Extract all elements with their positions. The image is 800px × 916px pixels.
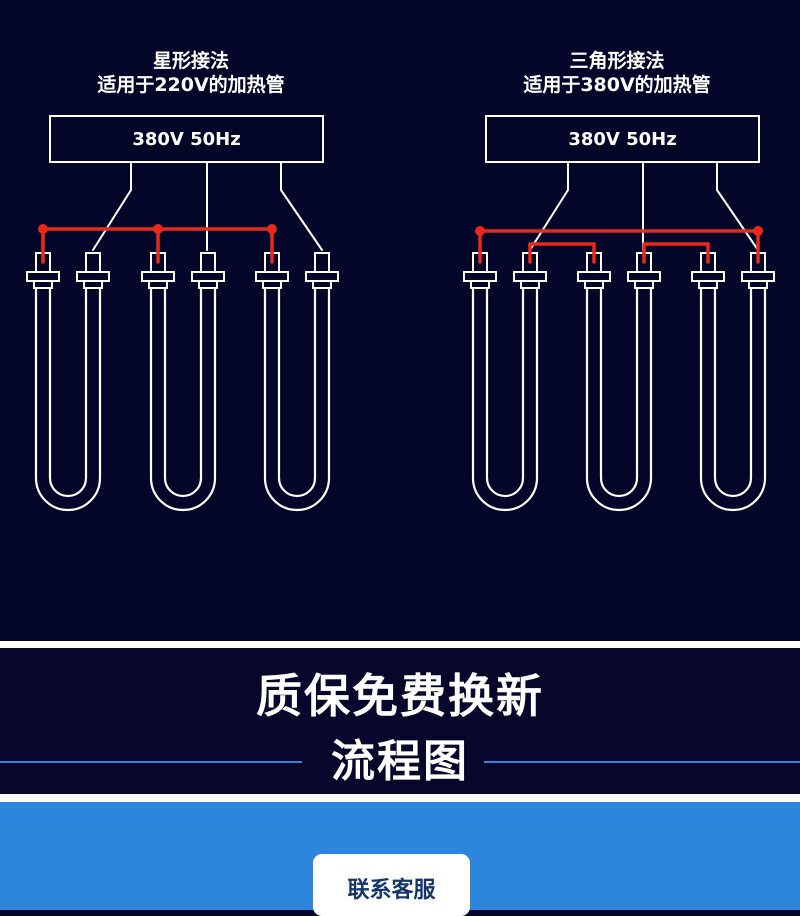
delta-heating-tube-1: [471, 288, 539, 512]
bottom-divider: [0, 794, 800, 802]
wiring-diagram-area: 星形接法 适用于220V的加热管 380V 50Hz 三角形接法 适用于380V…: [26, 49, 775, 512]
flow-chart-title: 流程图: [331, 736, 469, 787]
wiring-diagram-svg: [26, 162, 775, 512]
star-heating-tube-1: [34, 288, 102, 512]
star-terminal-1a-flange: [26, 271, 60, 282]
delta-heating-tube-3: [699, 288, 767, 512]
delta-lead-1-diagonal: [529, 189, 569, 251]
delta-terminal-3b-collar: [748, 280, 768, 289]
delta-node-right: [753, 226, 763, 236]
delta-supply-label: 380V 50Hz: [568, 128, 677, 150]
contact-button-label: 联系客服: [347, 878, 436, 903]
contact-service-button[interactable]: 联系客服: [313, 854, 470, 916]
star-terminal-3b-flange: [305, 271, 339, 282]
star-supply-label: 380V 50Hz: [132, 128, 241, 150]
star-lead-1-diagonal: [92, 189, 132, 251]
star-terminal-1b-flange: [76, 271, 110, 282]
star-terminal-1b-stem: [85, 252, 101, 273]
star-terminal-3b-stem: [314, 252, 330, 273]
right-rule-line: [484, 761, 800, 763]
star-bus-node-2: [153, 224, 163, 234]
delta-terminal-1b-flange: [513, 271, 547, 282]
star-terminal-1a-collar: [33, 280, 53, 289]
star-terminal-2b-flange: [191, 271, 225, 282]
delta-supply-box: 380V 50Hz: [485, 115, 760, 163]
star-terminal-2b-stem: [200, 252, 216, 273]
delta-title-line2: 适用于380V的加热管: [523, 74, 711, 96]
delta-terminal-2b-flange: [627, 271, 661, 282]
delta-terminal-2b-collar: [634, 280, 654, 289]
delta-terminal-2a-flange: [577, 271, 611, 282]
delta-wiring-title: 三角形接法 适用于380V的加热管: [467, 49, 767, 97]
warranty-title: 质保免费换新: [256, 669, 544, 723]
delta-terminal-1b-collar: [520, 280, 540, 289]
delta-terminal-3a-collar: [698, 280, 718, 289]
delta-heating-tube-2: [585, 288, 653, 512]
star-bus-node-1: [38, 224, 48, 234]
star-title-line2: 适用于220V的加热管: [97, 74, 285, 96]
star-wiring-title: 星形接法 适用于220V的加热管: [41, 49, 341, 97]
star-terminal-3b-collar: [312, 280, 332, 289]
delta-terminal-2a-collar: [584, 280, 604, 289]
star-heating-tube-3: [263, 288, 331, 512]
star-lead-3-diagonal: [280, 189, 323, 251]
warranty-band: [0, 648, 800, 794]
star-terminal-3a-collar: [262, 280, 282, 289]
left-rule-line: [0, 761, 302, 763]
delta-terminal-3b-flange: [741, 271, 775, 282]
star-terminal-2a-flange: [141, 271, 175, 282]
star-terminal-1b-collar: [83, 280, 103, 289]
delta-terminal-3a-flange: [691, 271, 725, 282]
star-title-line1: 星形接法: [152, 50, 229, 72]
star-supply-box: 380V 50Hz: [49, 115, 324, 163]
top-divider: [0, 641, 800, 648]
delta-title-line1: 三角形接法: [569, 50, 665, 72]
star-bus-node-3: [267, 224, 277, 234]
star-terminal-3a-flange: [255, 271, 289, 282]
delta-node-left: [475, 226, 485, 236]
delta-terminal-1a-flange: [463, 271, 497, 282]
star-terminal-2a-collar: [148, 280, 168, 289]
star-terminal-2b-collar: [198, 280, 218, 289]
delta-lead-3-diagonal: [716, 189, 759, 251]
delta-terminal-1a-collar: [470, 280, 490, 289]
star-heating-tube-2: [149, 288, 217, 512]
